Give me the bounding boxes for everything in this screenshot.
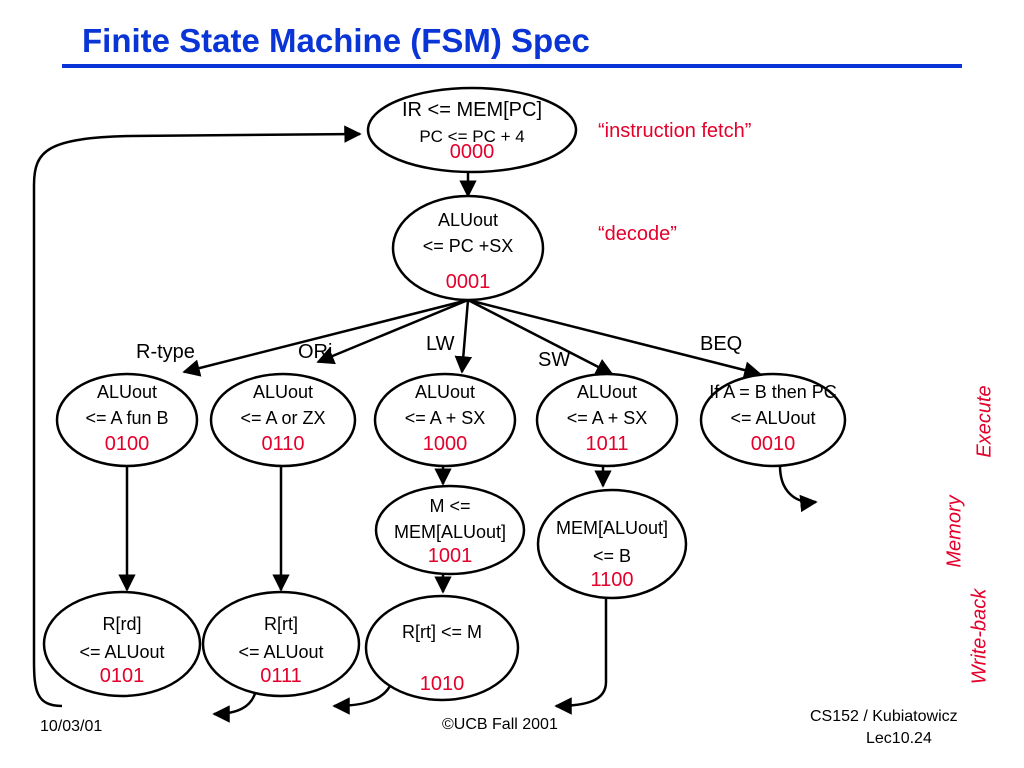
footer-lecture: Lec10.24 — [866, 730, 932, 747]
state-ellipse — [366, 86, 578, 174]
edge-decode-to-sw — [467, 298, 614, 376]
state-lw-mem: M <= MEM[ALUout] 1001 — [374, 484, 526, 576]
state-action-line: ALUout — [97, 382, 157, 402]
state-action-line: <= PC +SX — [423, 236, 514, 256]
state-action-line: <= A fun B — [85, 408, 168, 428]
state-ellipse — [535, 372, 679, 468]
phase-label-memory: Memory — [943, 495, 966, 568]
state-ellipse — [391, 194, 545, 302]
state-ori-exec: ALUout <= A or ZX 0110 — [209, 372, 357, 468]
state-ellipse — [373, 372, 517, 468]
annotation-fetch: “instruction fetch” — [598, 120, 751, 142]
state-ellipse — [364, 594, 520, 702]
state-rtype-exec: ALUout <= A fun B 0100 — [55, 372, 199, 468]
state-action-line: <= ALUout — [730, 408, 815, 428]
state-action-line: ALUout — [438, 210, 498, 230]
state-code: 0100 — [105, 433, 150, 455]
state-code: 1000 — [423, 433, 468, 455]
phase-label-writeback: Write-back — [968, 588, 991, 685]
state-code: 1100 — [590, 569, 633, 591]
state-action-line: <= B — [593, 546, 631, 566]
state-ellipse — [42, 590, 202, 698]
state-ellipse — [699, 372, 847, 468]
footer-date: 10/03/01 — [40, 718, 103, 735]
state-code: 1011 — [585, 433, 628, 455]
state-action-line: <= ALUout — [79, 642, 164, 662]
state-action-line: R[rd] — [102, 614, 141, 634]
state-code: 0000 — [450, 141, 495, 163]
footer-copyright: ©UCB Fall 2001 — [442, 716, 558, 733]
state-action-line: MEM[ALUout] — [556, 518, 668, 538]
edge-label-lw: LW — [426, 333, 455, 355]
state-action-line: ALUout — [415, 382, 475, 402]
edge-label-rtype: R-type — [136, 341, 195, 363]
state-code: 0111 — [260, 665, 302, 687]
state-code: 0001 — [446, 271, 491, 293]
state-action-line: <= A + SX — [405, 408, 486, 428]
state-action-line: <= A + SX — [567, 408, 648, 428]
state-action-line: ALUout — [577, 382, 637, 402]
footer-course: CS152 / Kubiatowicz — [810, 708, 958, 725]
state-action-line: R[rt] — [264, 614, 298, 634]
state-rtype-wb: R[rd] <= ALUout 0101 — [42, 590, 202, 698]
state-action-line: <= ALUout — [238, 642, 323, 662]
state-ellipse — [55, 372, 199, 468]
annotations: “instruction fetch” “decode” — [598, 120, 751, 245]
state-action-line: PC <= PC + 4 — [419, 127, 524, 146]
edge-decode-to-lw — [454, 299, 473, 374]
state-code: 0101 — [100, 665, 145, 687]
state-decode: ALUout <= PC +SX 0001 — [391, 194, 545, 302]
state-lw-wb: R[rt] <= M 1010 — [364, 594, 520, 702]
state-code: 1010 — [420, 673, 465, 695]
state-action-line: R[rt] <= M — [402, 622, 482, 642]
state-action-line: M <= — [429, 496, 470, 516]
edge-beq-return — [778, 465, 818, 513]
edge-writeback-to-fetch — [32, 125, 362, 708]
state-action-line: MEM[ALUout] — [394, 522, 506, 542]
edge-lw-wb-return — [332, 681, 394, 715]
edge-label-sw: SW — [538, 349, 570, 371]
state-code: 0010 — [751, 433, 796, 455]
state-sw-mem: MEM[ALUout] <= B 1100 — [536, 488, 688, 600]
state-beq-exec: If A = B then PC <= ALUout 0010 — [699, 372, 847, 468]
edge-labels: R-type ORi LW SW BEQ — [136, 333, 742, 371]
edge-decode-to-ori — [316, 298, 469, 365]
edge-ori-wb-return — [212, 689, 258, 723]
edge-label-ori: ORi — [298, 341, 332, 363]
title-rule — [62, 64, 962, 68]
state-sw-exec: ALUout <= A + SX 1011 — [535, 372, 679, 468]
edge-label-beq: BEQ — [700, 333, 742, 355]
state-action-line: ALUout — [253, 382, 313, 402]
phase-label-execute: Execute — [973, 385, 996, 458]
state-ellipse — [209, 372, 357, 468]
annotation-decode: “decode” — [598, 223, 677, 245]
state-action-line: If A = B then PC — [709, 382, 837, 402]
edge-sw-mem-return — [554, 596, 608, 715]
state-ori-wb: R[rt] <= ALUout 0111 — [201, 590, 361, 698]
edge-decode-to-rtype — [182, 298, 469, 377]
slide-title: Finite State Machine (FSM) Spec — [82, 22, 590, 59]
state-ellipse — [374, 484, 526, 576]
state-action-line: <= A or ZX — [240, 408, 325, 428]
state-code: 1001 — [428, 545, 473, 567]
state-code: 0110 — [261, 433, 304, 455]
state-action-line: IR <= MEM[PC] — [402, 99, 542, 121]
state-ellipse — [536, 488, 688, 600]
edge-decode-to-beq — [467, 298, 762, 379]
state-lw-exec: ALUout <= A + SX 1000 — [373, 372, 517, 468]
state-ellipse — [201, 590, 361, 698]
